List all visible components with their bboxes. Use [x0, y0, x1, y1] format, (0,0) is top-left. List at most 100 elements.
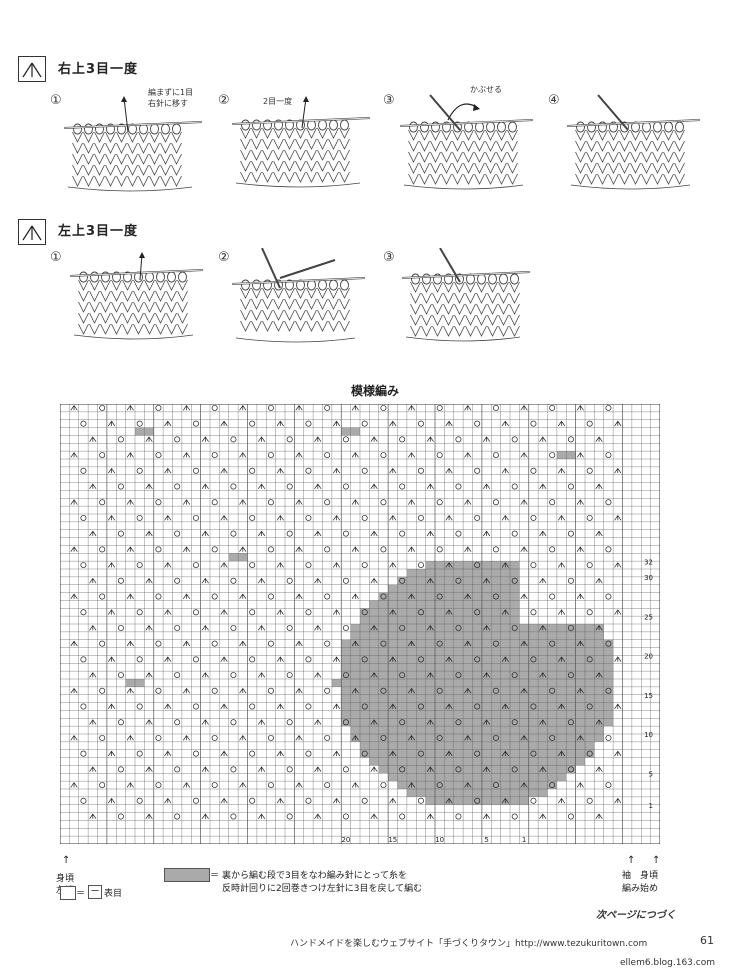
- shaded-cell: [416, 647, 426, 656]
- shaded-cell: [453, 781, 464, 789]
- shaded-cell: [444, 781, 454, 789]
- shaded-cell: [388, 773, 398, 782]
- arrow-2-1-icon: [139, 253, 143, 281]
- shaded-cell: [350, 718, 360, 727]
- shaded-cell: [481, 702, 492, 711]
- shaded-cell: [444, 576, 454, 585]
- shaded-cell: [435, 694, 445, 703]
- shaded-cell: [575, 655, 585, 664]
- shaded-cell: [538, 631, 548, 640]
- shaded-cell: [397, 608, 407, 617]
- shaded-cell: [585, 631, 595, 640]
- shaded-cell: [556, 663, 567, 672]
- fabric-2-1: [69, 269, 204, 340]
- blank-eq: ＝: [76, 889, 86, 899]
- shaded-cell: [585, 686, 595, 695]
- shaded-cell: [406, 741, 417, 750]
- shaded-cell: [575, 726, 585, 734]
- shaded-cell: [406, 616, 417, 624]
- shaded-cell: [435, 757, 445, 766]
- shaded-cell: [397, 757, 407, 766]
- shaded-cell: [416, 749, 426, 758]
- shaded-cell: [406, 647, 417, 656]
- shaded-cell: [594, 686, 604, 695]
- shaded-cell: [406, 757, 417, 766]
- shaded-cell: [435, 576, 445, 585]
- shaded-cell: [472, 726, 482, 734]
- shaded-cell: [566, 694, 576, 703]
- shaded-cell: [566, 451, 576, 459]
- shaded-cell: [463, 576, 473, 585]
- shaded-cell: [416, 686, 426, 695]
- fabric-1-4: [566, 119, 701, 190]
- shaded-cell: [491, 631, 501, 640]
- shaded-cell: [472, 710, 482, 719]
- shaded-cell: [425, 789, 435, 797]
- shaded-cell: [435, 608, 445, 617]
- row-number: 25: [644, 613, 653, 621]
- shaded-cell: [378, 663, 389, 672]
- shaded-cell: [406, 608, 417, 617]
- shaded-cell: [444, 718, 454, 727]
- shaded-cell: [388, 726, 398, 734]
- shaded-cell: [463, 702, 473, 711]
- shaded-cell: [500, 679, 510, 687]
- shaded-cell: [397, 679, 407, 687]
- shaded-cell: [481, 663, 492, 672]
- shaded-cell: [585, 655, 595, 664]
- shaded-cell: [538, 789, 548, 797]
- shaded-cell: [603, 663, 614, 672]
- shaded-cell: [566, 663, 576, 672]
- shaded-cell: [397, 616, 407, 624]
- shaded-cell: [453, 749, 464, 758]
- shaded-cell: [406, 576, 417, 585]
- shaded-cell: [463, 624, 473, 632]
- shaded-cell: [528, 624, 539, 632]
- shaded-cell: [435, 663, 445, 672]
- shaded-cell: [481, 734, 492, 742]
- shaded-cell: [585, 749, 595, 758]
- shaded-cell: [500, 592, 510, 601]
- shaded-cell: [388, 592, 398, 601]
- row-number: 20: [644, 653, 653, 661]
- shaded-cell: [491, 608, 501, 617]
- shaded-cell: [519, 726, 529, 734]
- shaded-cell: [416, 734, 426, 742]
- shaded-cell: [575, 757, 585, 766]
- shaded-cell: [547, 726, 557, 734]
- shaded-cell: [519, 647, 529, 656]
- shaded-cell: [397, 734, 407, 742]
- shaded-cell: [388, 765, 398, 774]
- shaded-cell: [500, 765, 510, 774]
- shaded-cell: [510, 686, 520, 695]
- shaded-cell: [360, 734, 370, 742]
- shaded-cell: [360, 686, 370, 695]
- shaded-cell: [369, 616, 379, 624]
- shaded-cell: [481, 757, 492, 766]
- shaded-cell: [566, 686, 576, 695]
- shaded-cell: [585, 679, 595, 687]
- shaded-cell: [463, 663, 473, 672]
- shaded-cell: [350, 647, 360, 656]
- shaded-cell: [603, 639, 614, 648]
- shaded-cell: [388, 757, 398, 766]
- shaded-cell: [369, 702, 379, 711]
- shaded-cell: [519, 710, 529, 719]
- right-arrow-2-icon: ↑: [652, 855, 661, 866]
- shaded-cell: [388, 624, 398, 632]
- shaded-cell: [406, 773, 417, 782]
- shaded-cell: [453, 561, 464, 569]
- shaded-cell: [388, 718, 398, 727]
- shaded-cell: [603, 702, 614, 711]
- shaded-cell: [453, 671, 464, 679]
- shaded-cell: [444, 647, 454, 656]
- shaded-cell: [453, 686, 464, 695]
- shaded-cell: [444, 789, 454, 797]
- shaded-cell: [528, 734, 539, 742]
- right-3tog-symbol-icon: [22, 62, 42, 78]
- shaded-cell: [481, 608, 492, 617]
- shaded-cell: [435, 773, 445, 782]
- symbol-right-3tog-box: [18, 56, 46, 82]
- shaded-cell: [406, 671, 417, 679]
